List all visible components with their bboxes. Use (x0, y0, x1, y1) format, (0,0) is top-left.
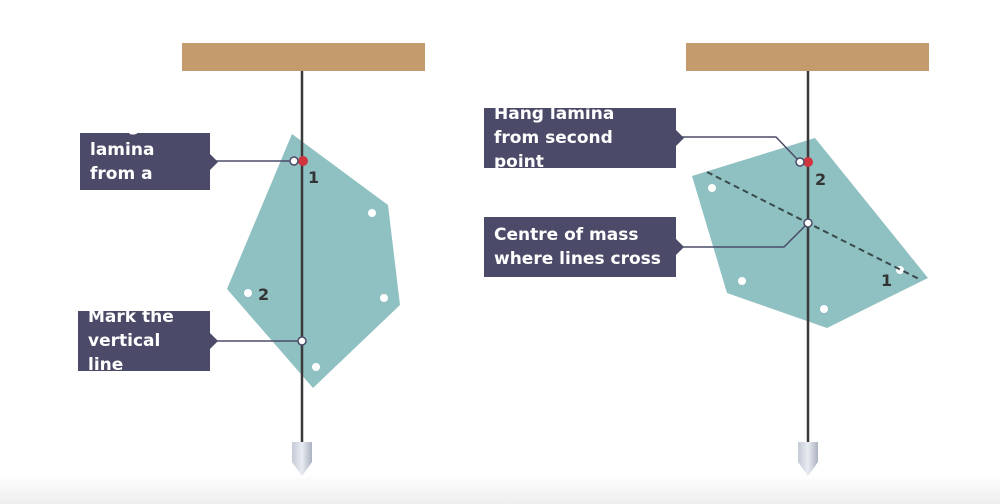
plumb-bob-left (292, 442, 312, 476)
label-line: where lines cross (494, 249, 661, 269)
point-2-left: 2 (258, 285, 269, 304)
support-beam-right (686, 43, 929, 71)
label-line: Centre of mass (494, 225, 639, 245)
label-line: Hang lamina (494, 104, 615, 124)
label-hang-lamina-right: Hang lamina from second point (484, 104, 684, 172)
label-mark-vertical: Mark the vertical line (78, 307, 218, 375)
support-beam-left (182, 43, 425, 71)
label-line: Hang lamina (90, 115, 155, 160)
point-1-left: 1 (308, 168, 319, 187)
centre-of-mass (803, 218, 813, 228)
pivot-left (298, 156, 308, 166)
leader-centre-right (680, 225, 806, 248)
lamina-right (692, 138, 928, 328)
label-hang-lamina-left: Hang lamina from a point (80, 116, 218, 208)
label-line: vertical line (88, 331, 161, 375)
label-line: from a point (90, 163, 153, 208)
lamina-left (227, 134, 400, 388)
label-line: from second point (494, 128, 613, 172)
holes-left (244, 209, 388, 371)
plumb-bob-right (798, 442, 818, 476)
label-centre-of-mass: Centre of mass where lines cross (484, 217, 684, 277)
point-1-right: 1 (881, 271, 892, 290)
label-line: Mark the (88, 307, 174, 327)
point-2-right: 2 (815, 170, 826, 189)
pivot-right (803, 157, 813, 167)
leader-hang-right (680, 136, 799, 161)
footer-shade (0, 474, 1000, 504)
